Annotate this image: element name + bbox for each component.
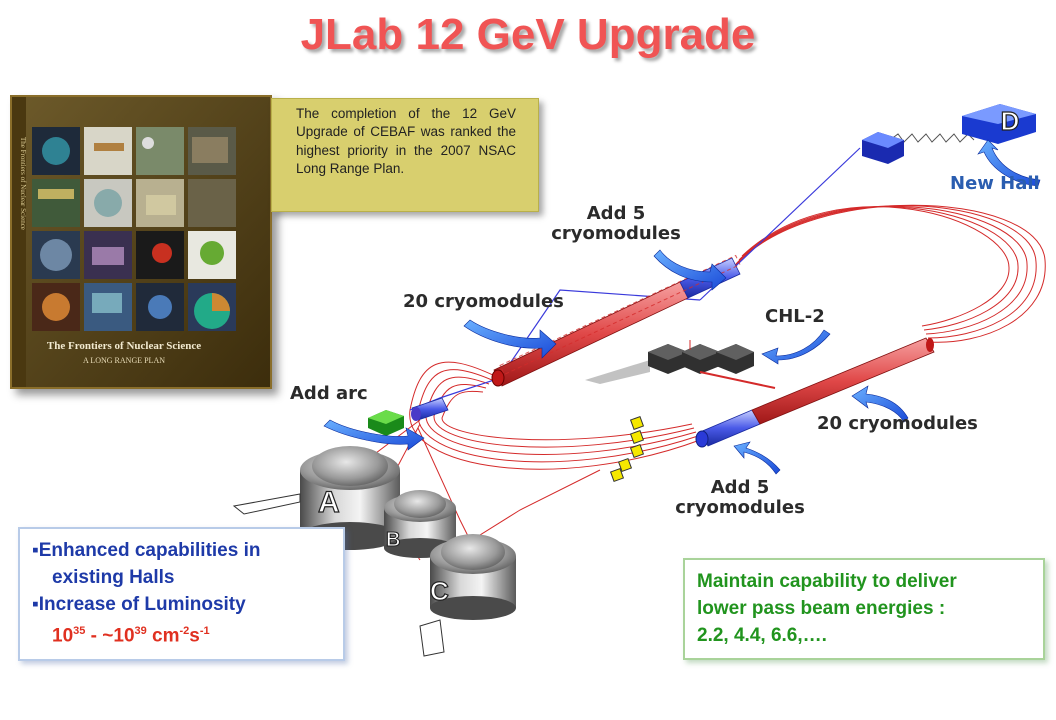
add-arc-block [368, 410, 404, 436]
page-title: JLab 12 GeV Upgrade [300, 10, 756, 59]
cryo20-right-arrow [851, 385, 909, 423]
hall-d-building [862, 104, 1036, 164]
hall-c-letter: C [430, 576, 449, 606]
south-linac [695, 337, 935, 448]
halls-capabilities-box: ▪Enhanced capabilities in existing Halls… [18, 527, 345, 661]
bullet2-line1: Increase of Luminosity [38, 594, 246, 615]
add5-bottom-arrow [733, 441, 781, 475]
right-box-line2: lower pass beam energies : [697, 598, 946, 619]
nsac-priority-note: The completion of the 12 GeV Upgrade of … [271, 98, 539, 212]
add5-top-arrow [653, 249, 727, 291]
right-box-line3: 2.2, 4.4, 6.6,…. [697, 625, 827, 646]
bullet1-line2: existing Halls [52, 567, 175, 588]
chl2-arrow [761, 329, 831, 365]
luminosity-range: 1035 - ~1039 cm-2s-1 [52, 625, 210, 647]
chl2-label: CHL-2 [765, 306, 825, 327]
injector [411, 397, 449, 421]
add5-top-line2: cryomodules [551, 222, 681, 244]
hall-c-building [295, 534, 516, 657]
cryo20-right-label: 20 cryomodules [817, 413, 978, 434]
book-cover-art: The Frontiers of Nuclear Science A LONG … [12, 97, 270, 387]
right-recirculation-arcs [729, 204, 1046, 343]
add5-top-label: Add 5 cryomodules [548, 204, 684, 244]
add5-top-line1: Add 5 [586, 203, 646, 224]
add5-bottom-line1: Add 5 [710, 477, 770, 498]
bullet1-line1: Enhanced capabilities in [38, 540, 261, 561]
extraction-magnets [609, 415, 645, 483]
book-cover-title: The Frontiers of Nuclear Science [47, 340, 201, 352]
right-box-line1: Maintain capability to deliver [697, 571, 957, 592]
add5-bottom-line2: cryomodules [675, 496, 805, 518]
book-cover-subtitle: A LONG RANGE PLAN [83, 356, 165, 365]
lower-pass-energies-box: Maintain capability to deliver lower pas… [683, 558, 1045, 660]
cryo20-top-label: 20 cryomodules [403, 291, 564, 312]
new-hall-label: New Hall [950, 173, 1040, 194]
hall-a-letter: A [318, 486, 340, 519]
hall-d-letter: D [1001, 106, 1020, 136]
new-hall-arrow [977, 139, 1041, 187]
hall-a-building [232, 446, 400, 550]
bullet-enhanced: ▪Enhanced capabilities in [32, 540, 261, 561]
add-arc-label: Add arc [290, 383, 368, 404]
nsac-priority-text: The completion of the 12 GeV Upgrade of … [296, 106, 516, 177]
cover-image-tiles [32, 127, 236, 331]
chl-2-plant [585, 340, 776, 389]
add-arc-arrow [323, 419, 425, 451]
bullet-luminosity: ▪Increase of Luminosity [32, 594, 246, 615]
left-recirculation-arcs [409, 361, 701, 470]
callout-arrows [323, 139, 1041, 475]
add5-bottom-label: Add 5 cryomodules [672, 478, 808, 518]
hall-b-letter: B [386, 529, 400, 551]
book-spine-text: The Frontiers of Nuclear Science [19, 137, 27, 230]
cryo20-top-arrow [463, 319, 557, 359]
long-range-plan-book-cover: The Frontiers of Nuclear Science A LONG … [10, 95, 272, 389]
